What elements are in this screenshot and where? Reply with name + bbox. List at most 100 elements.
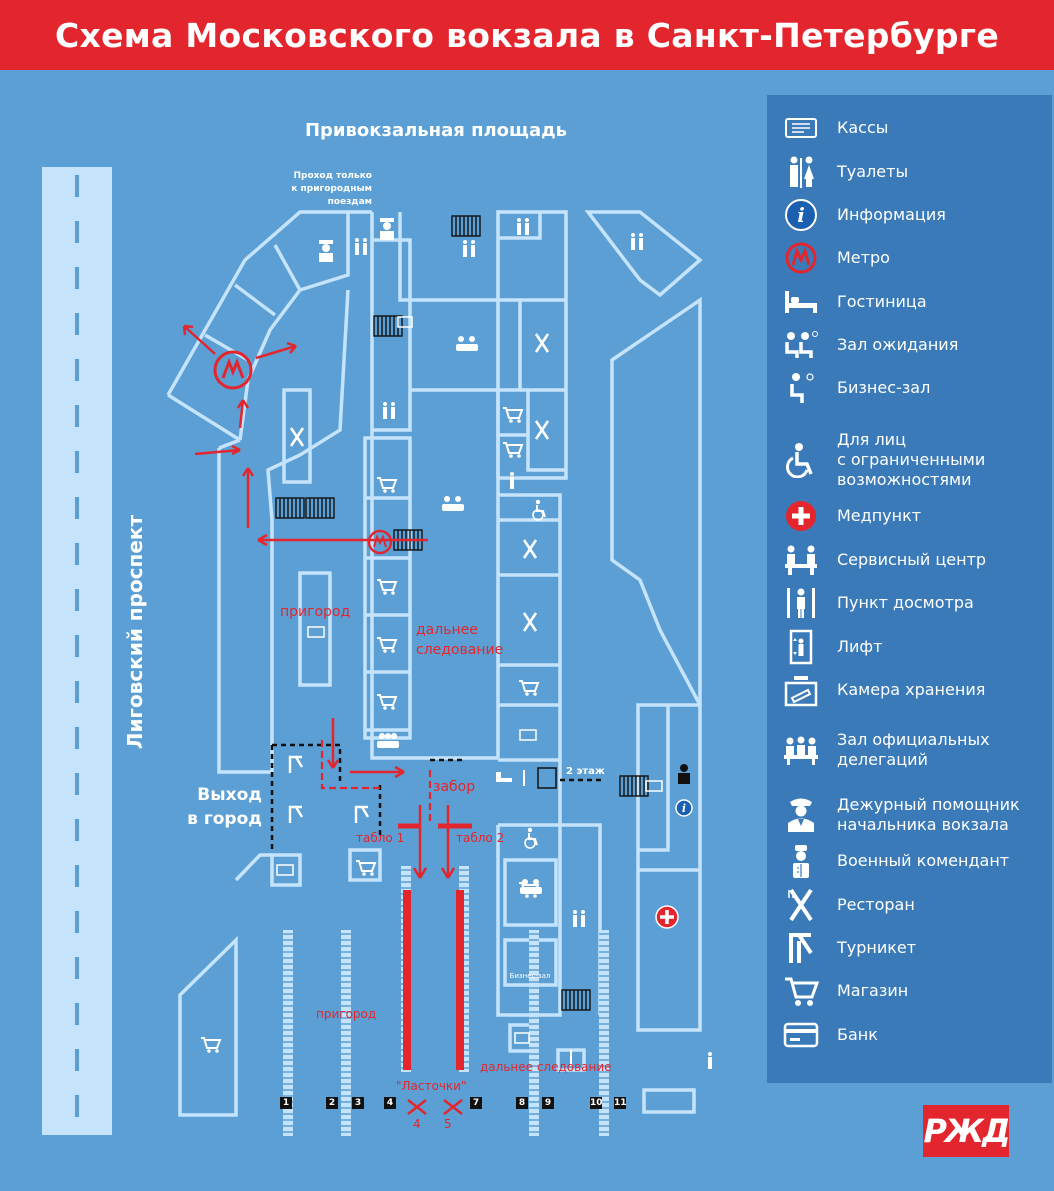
medical-marker <box>655 905 679 929</box>
legend-item: Бизнес-зал <box>767 373 1052 403</box>
legend-label: Магазин <box>837 981 909 1000</box>
bank-card-icon <box>781 1015 821 1055</box>
metro-marker-main <box>213 350 253 390</box>
legend-item: Гостиница <box>767 291 1052 313</box>
toilet-icon <box>781 152 821 192</box>
num4-label: 4 <box>413 1117 421 1131</box>
legend-label: Зал ожидания <box>837 335 959 354</box>
legend-item: Военный комендант <box>767 845 1052 878</box>
legend-label: Информация <box>837 205 946 224</box>
legend-label: Гостиница <box>837 292 927 311</box>
info-icon: i <box>781 195 821 235</box>
legend-item: Зал официальных делегаций <box>767 730 1052 770</box>
legend-label: Турникет <box>837 938 917 957</box>
station-building <box>166 210 703 1117</box>
legend-label: Банк <box>837 1025 878 1044</box>
legend-item: Кассы <box>767 118 1052 138</box>
platform-number: 4 <box>384 1097 396 1109</box>
delegation-hall-icon <box>781 730 821 770</box>
military-commandant-icon <box>781 841 821 881</box>
wheelchair-icon <box>781 440 821 480</box>
square-label: Привокзальная площадь <box>305 120 567 141</box>
legend-label: Пункт досмотра <box>837 593 974 612</box>
rzd-logo-text: РЖД <box>923 1112 1010 1150</box>
lastochki-platforms <box>403 890 464 1115</box>
page-header: Схема Московского вокзала в Санкт-Петерб… <box>0 0 1054 70</box>
legend-item: Дежурный помощник начальника вокзала <box>767 795 1052 835</box>
platform-number: 10 <box>590 1097 603 1109</box>
ticket-office-icon <box>781 108 821 148</box>
legend-label: Ресторан <box>837 895 915 914</box>
legend-label: Бизнес-зал <box>837 378 931 397</box>
security-check-icon <box>781 583 821 623</box>
legend-label: Камера хранения <box>837 680 986 699</box>
legend-label: Метро <box>837 248 890 267</box>
board1-label: табло 1 <box>356 831 404 845</box>
luggage-storage-icon <box>781 670 821 710</box>
station-officer-icon <box>781 795 821 835</box>
platform-number: 1 <box>280 1097 292 1109</box>
business-hall-small: Бизнес-зал <box>510 972 551 980</box>
service-center-icon <box>781 540 821 580</box>
route-dashed <box>320 740 432 825</box>
page-title: Схема Московского вокзала в Санкт-Петерб… <box>55 15 999 55</box>
legend-label: Для лиц с ограниченными возможностями <box>837 430 986 489</box>
platform-number: 7 <box>470 1097 482 1109</box>
ligovsky-road <box>42 167 112 1135</box>
legend-label: Туалеты <box>837 162 909 181</box>
street-label: Лиговский проспект <box>123 515 147 750</box>
legend-item: Метро <box>767 242 1052 274</box>
legend-label: Лифт <box>837 637 883 656</box>
officer-marker <box>678 764 690 784</box>
legend-item: Магазин <box>767 977 1052 1006</box>
route-arrows <box>182 324 456 879</box>
elevator-icon <box>781 627 821 667</box>
legend-label: Военный комендант <box>837 851 1010 870</box>
turnstile-icon <box>781 928 821 968</box>
exit-to-city-label: Выход в город <box>187 785 262 829</box>
restaurant-icon <box>781 885 821 925</box>
platform-number: 2 <box>326 1097 338 1109</box>
legend-label: Медпункт <box>837 506 922 525</box>
legend-item: Для лиц с ограниченными возможностями <box>767 430 1052 490</box>
svg-text:i: i <box>682 802 686 815</box>
legend-label: Кассы <box>837 118 889 137</box>
rzd-logo: РЖД <box>923 1105 1011 1157</box>
legend-item: Камера хранения <box>767 676 1052 707</box>
suburban-top-label: пригород <box>280 604 350 620</box>
shop-cart-icon <box>781 971 821 1011</box>
platform-number: 3 <box>352 1097 364 1109</box>
fence-label: забор <box>433 779 475 795</box>
red-annotations: пригород забор табло 1 табло 2 пригород … <box>280 604 612 1131</box>
suburban-bottom-label: пригород <box>316 1007 376 1021</box>
legend-item: Сервисный центр <box>767 545 1052 575</box>
legend-label: Дежурный помощник начальника вокзала <box>837 795 1020 834</box>
legend-item: Банк <box>767 1022 1052 1048</box>
long-distance-top-label: дальнее следование <box>416 622 504 658</box>
svg-text:i: i <box>797 203 805 227</box>
medical-cross-icon <box>781 496 821 536</box>
floor2-label: 2 этаж <box>566 766 605 777</box>
suburban-pass-note: Проход только к пригородным поездам <box>291 171 372 207</box>
fence-lines <box>270 743 605 850</box>
legend-item: Туалеты <box>767 156 1052 188</box>
legend-label: Сервисный центр <box>837 550 987 569</box>
num5-label: 5 <box>444 1117 452 1131</box>
legend-item: Медпункт <box>767 501 1052 531</box>
lastochki-label: "Ласточки" <box>396 1079 466 1093</box>
business-lounge-icon <box>781 368 821 408</box>
legend-item: i Информация <box>767 199 1052 231</box>
station-map: i Привокзальная площадь Лиговский проспе… <box>42 120 712 1137</box>
legend-item: Зал ожидания <box>767 331 1052 358</box>
long-distance-bottom-label: дальнее следование <box>480 1060 612 1074</box>
platform-number: 8 <box>516 1097 528 1109</box>
legend-item: Пункт досмотра <box>767 588 1052 618</box>
legend-item: Лифт <box>767 629 1052 665</box>
waiting-room-icon <box>781 325 821 365</box>
metro-icon <box>781 238 821 278</box>
legend-item: Турникет <box>767 933 1052 963</box>
hotel-bed-icon <box>781 282 821 322</box>
platform-number: 11 <box>614 1097 627 1109</box>
info-marker: i <box>675 799 693 817</box>
